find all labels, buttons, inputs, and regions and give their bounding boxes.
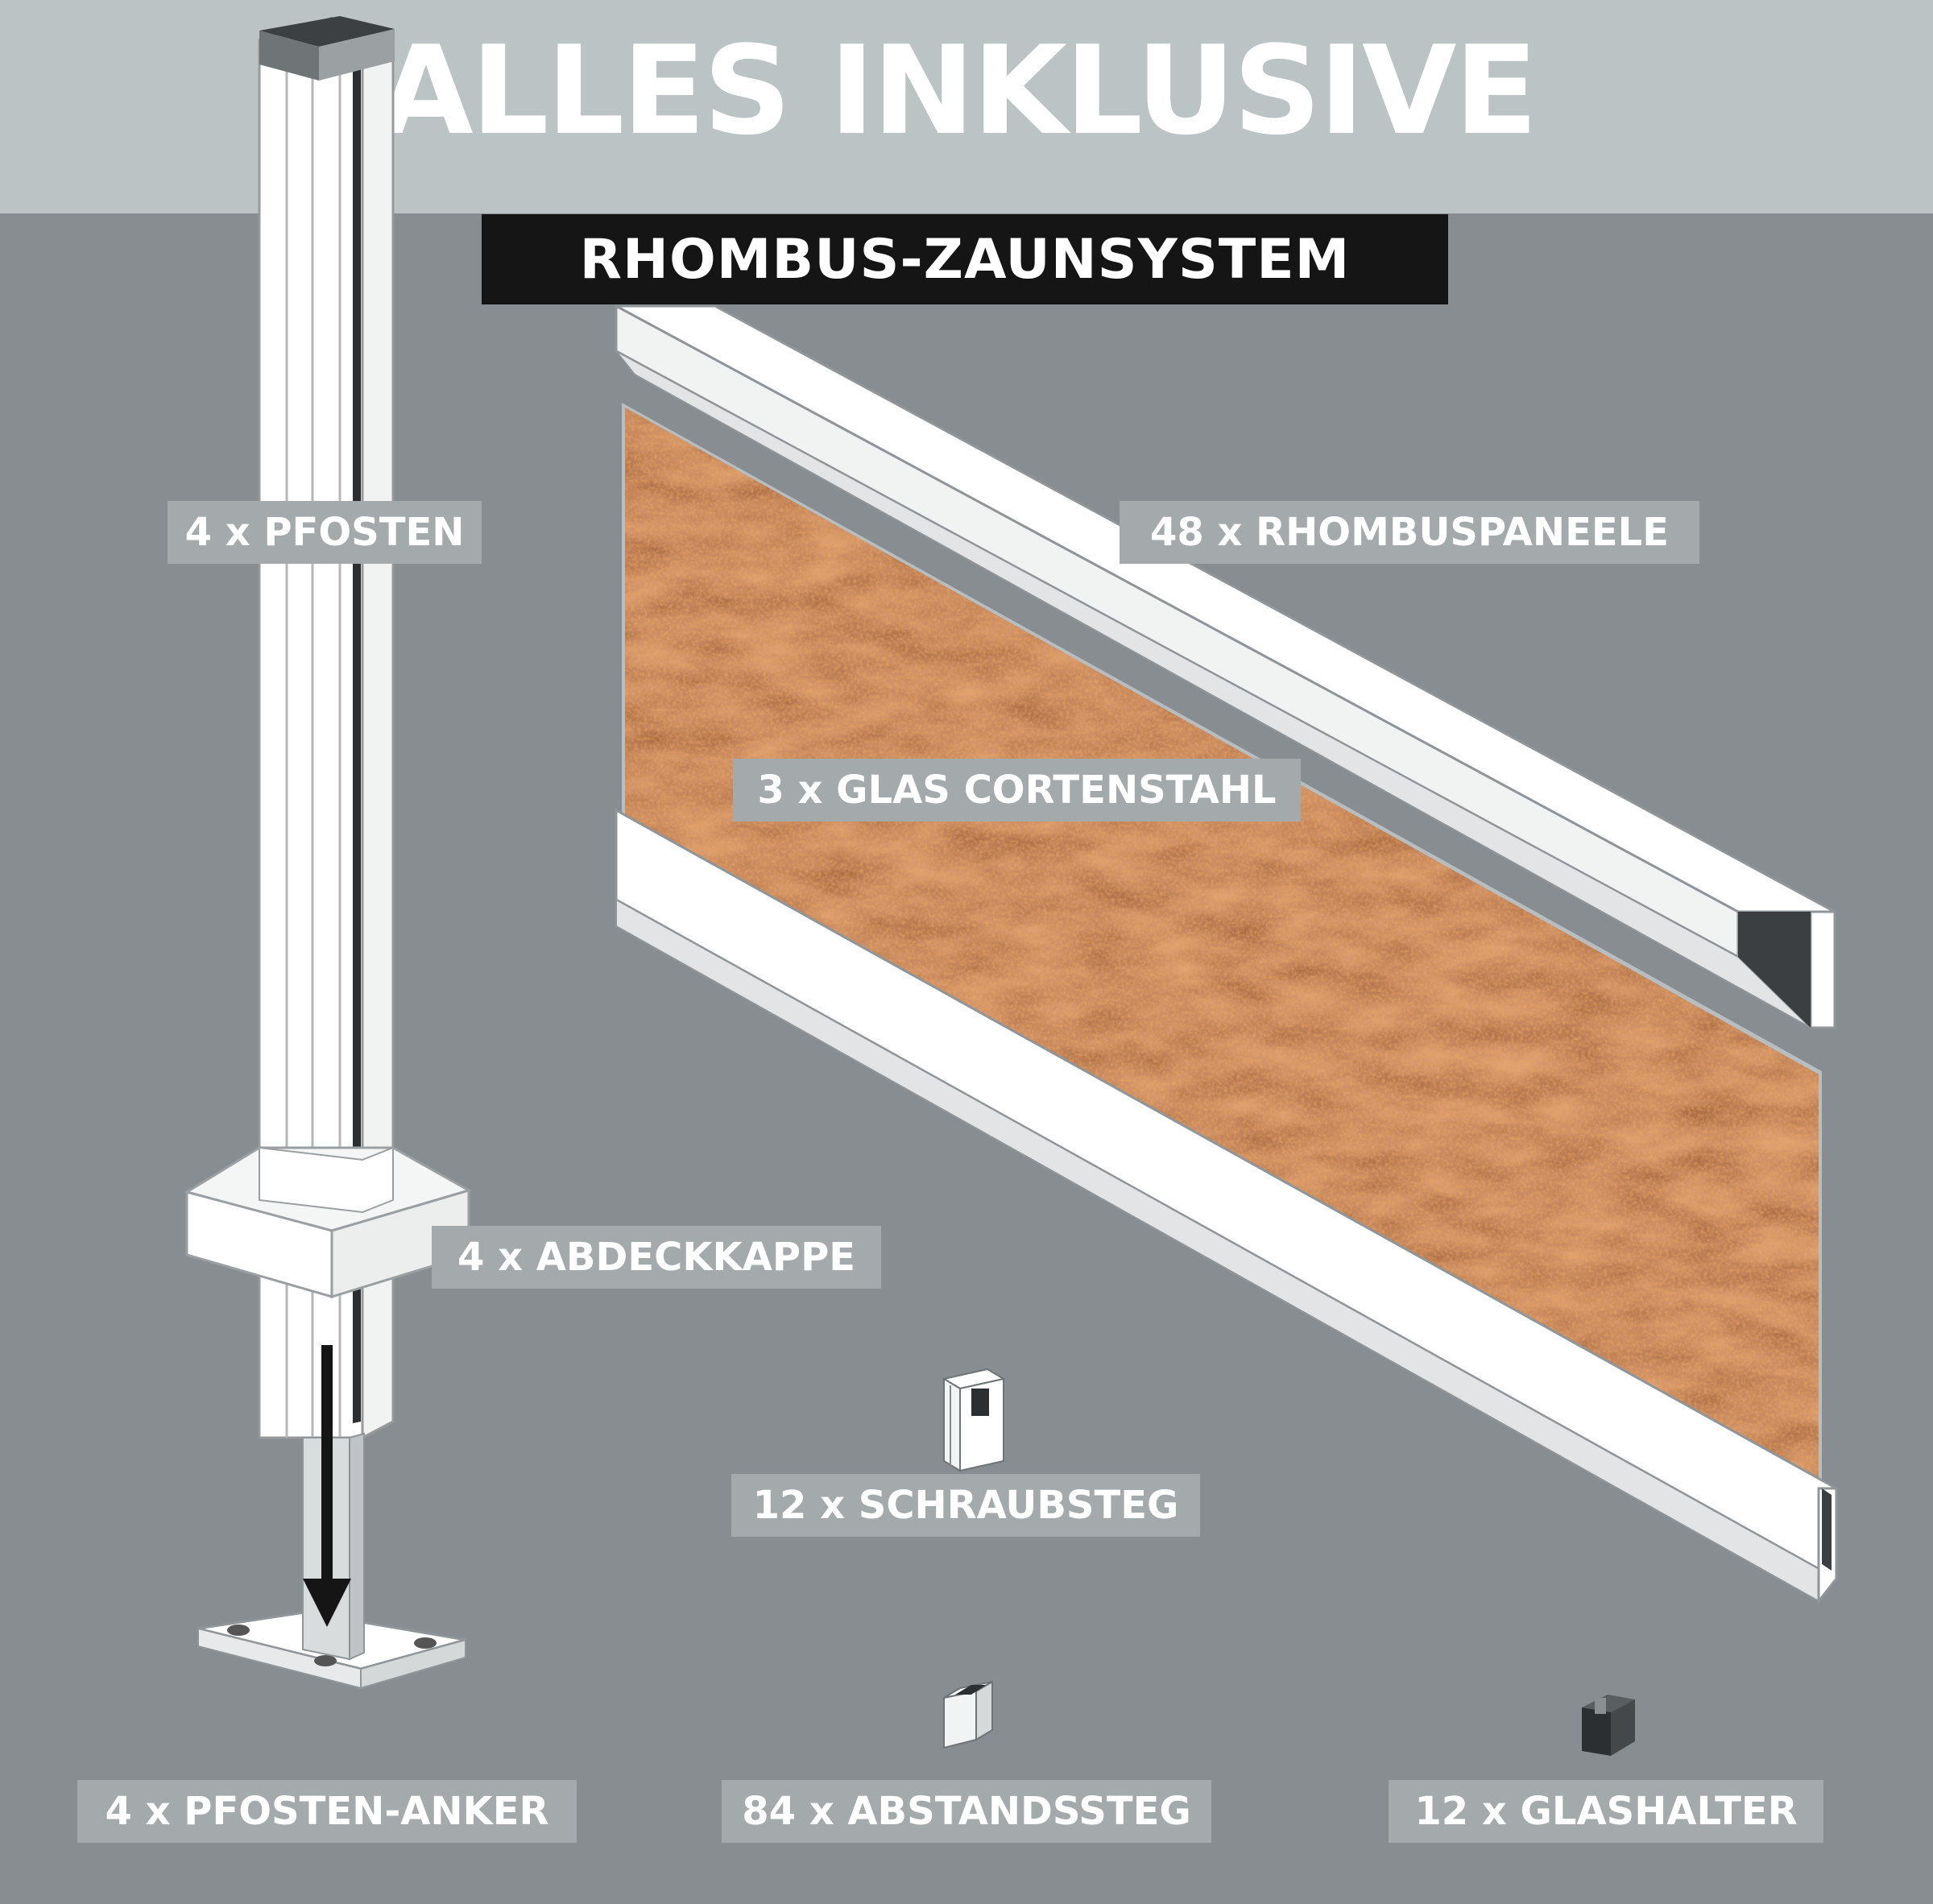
subtitle-box: RHOMBUS-ZAUNSYSTEM bbox=[482, 214, 1448, 304]
cap-icon bbox=[184, 16, 472, 1299]
rail-icon bbox=[615, 304, 1836, 1029]
label-pfosten: 4 x PFOSTEN bbox=[168, 501, 482, 564]
label-glashalter: 12 x GLASHALTER bbox=[1389, 1780, 1823, 1843]
spacer-icon bbox=[943, 1680, 993, 1749]
arrow-down-icon bbox=[303, 1345, 351, 1627]
screw-web-icon bbox=[942, 1368, 1006, 1472]
label-abstandssteg: 84 x ABSTANDSSTEG bbox=[722, 1780, 1211, 1843]
label-glas-cortenstahl: 3 x GLAS CORTENSTAHL bbox=[733, 759, 1301, 822]
subtitle: RHOMBUS-ZAUNSYSTEM bbox=[579, 227, 1351, 292]
label-rhombuspaneele: 48 x RHOMBUSPANEELE bbox=[1120, 501, 1699, 564]
rail-icon bbox=[615, 808, 1838, 1605]
label-abdeckkappe: 4 x ABDECKKAPPE bbox=[432, 1226, 881, 1289]
glass-holder-icon bbox=[1582, 1695, 1635, 1756]
page-title: ALLES INKLUSIVE bbox=[379, 19, 1538, 162]
label-schraubsteg: 12 x SCHRAUBSTEG bbox=[731, 1474, 1200, 1537]
label-pfosten-anker: 4 x PFOSTEN-ANKER bbox=[77, 1780, 577, 1843]
